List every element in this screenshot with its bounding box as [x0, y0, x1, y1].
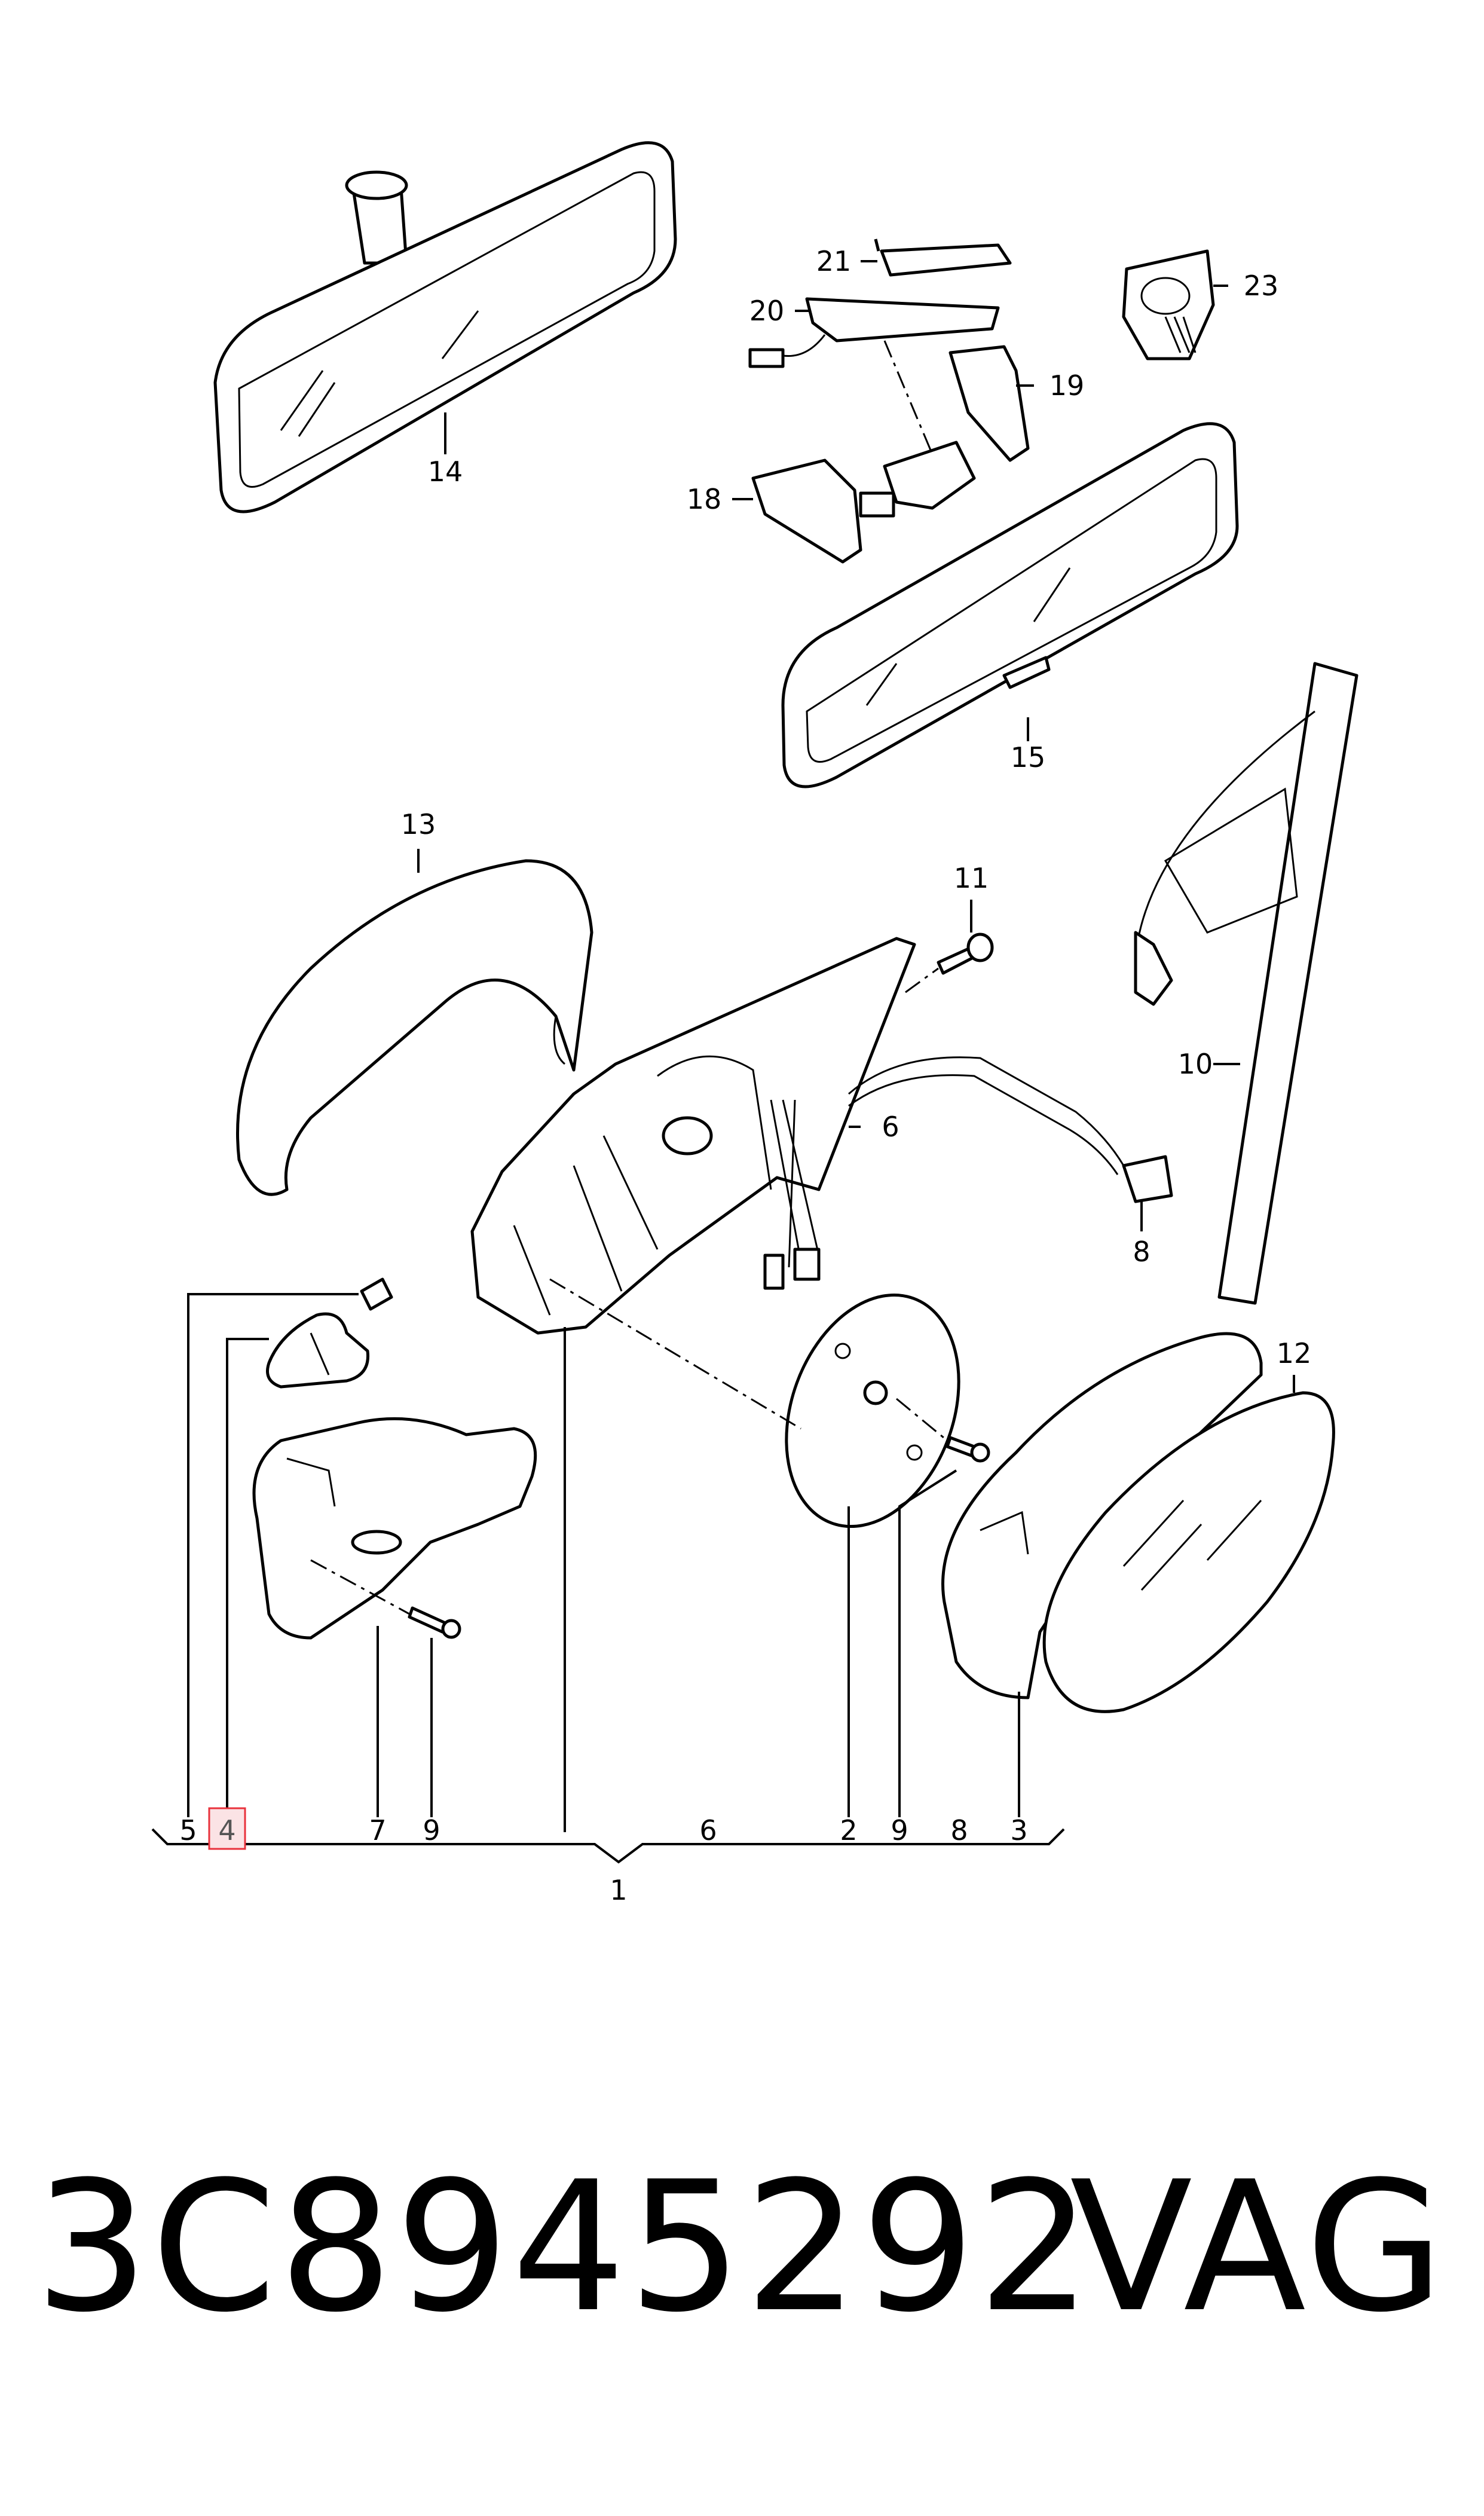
part-4-turn-signal-lamp — [266, 1312, 370, 1389]
part-13-mirror-cap — [236, 859, 593, 1196]
callout-19: 19 — [1049, 369, 1085, 402]
callout-11: 11 — [954, 862, 989, 894]
part-7-housing — [252, 1417, 537, 1640]
part-10-door-frame — [1134, 662, 1358, 1305]
part-number: 3C8945292 — [35, 2143, 1094, 2352]
callout-18: 18 — [687, 483, 722, 515]
callout-15: 15 — [1011, 741, 1046, 774]
callout-labels: 14 21 20 19 18 23 15 13 11 6 8 10 12 5 4… — [179, 245, 1311, 1906]
part-5-bulb — [360, 1277, 393, 1311]
assembly-bracket — [151, 1828, 1065, 1864]
callout-10: 10 — [1178, 1048, 1213, 1080]
part-9-screw-right — [896, 1398, 990, 1463]
part-18-trim — [751, 458, 862, 564]
part-8-connector — [1122, 1155, 1173, 1203]
highlight-box — [208, 1807, 246, 1850]
callout-1: 1 — [610, 1874, 627, 1906]
bottom-callout-4: 4 — [218, 1814, 235, 1847]
part-15-rearview-mirror — [781, 422, 1239, 788]
part-21-trim — [874, 239, 1012, 277]
bottom-callout-5: 5 — [179, 1814, 197, 1847]
callout-21: 21 — [816, 245, 852, 277]
brand-name: VAG — [1070, 2143, 1447, 2352]
callout-8-top: 8 — [1133, 1236, 1150, 1268]
callout-23: 23 — [1244, 270, 1279, 302]
callout-20: 20 — [749, 295, 785, 327]
part-18-20-assembly-axis — [883, 340, 934, 455]
bottom-callout-7: 7 — [369, 1814, 386, 1847]
part-mount-block — [859, 441, 976, 518]
leader-lines — [187, 260, 1295, 1832]
callout-12: 12 — [1277, 1337, 1312, 1369]
callout-6-top: 6 — [882, 1111, 899, 1143]
bottom-callout-8: 8 — [950, 1814, 968, 1847]
callout-13: 13 — [401, 808, 436, 840]
part-9-screw-left — [310, 1559, 461, 1639]
part-2-adjustment-motor — [549, 1278, 960, 1528]
part-12-mirror-glass — [1042, 1391, 1335, 1713]
part-19-trim — [948, 345, 1030, 462]
part-11-screw — [905, 933, 994, 993]
bottom-callout-9-left: 9 — [423, 1814, 440, 1847]
bottom-callout-2: 2 — [840, 1814, 857, 1847]
part-14-rearview-mirror — [213, 141, 677, 513]
part-6-mirror-base — [470, 937, 1125, 1335]
part-23-sensor-housing — [1122, 249, 1215, 360]
footer: 3C8945292 VAG — [0, 2146, 1484, 2349]
bottom-callout-6: 6 — [699, 1814, 717, 1847]
bottom-callout-3: 3 — [1010, 1814, 1027, 1847]
bottom-callout-9-right: 9 — [891, 1814, 908, 1847]
callout-14: 14 — [428, 455, 463, 488]
part-20-bracket-with-connector — [748, 297, 1000, 368]
